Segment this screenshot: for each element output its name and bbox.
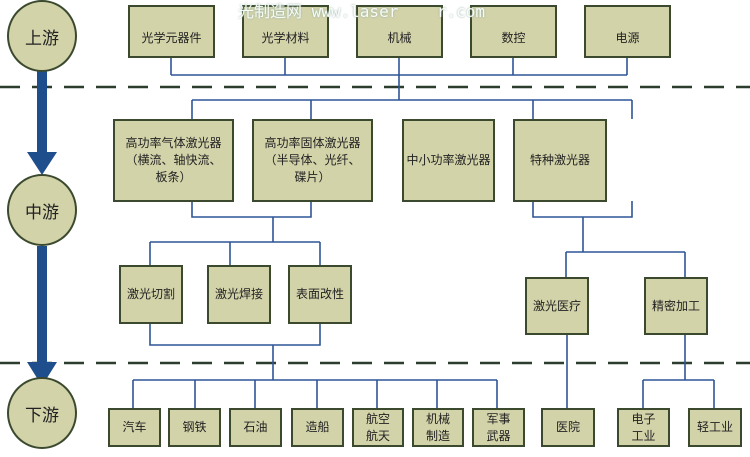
arrow-shaft-2: [37, 246, 47, 364]
application-box: 激光医疗: [525, 277, 589, 335]
stage-dividers: [0, 85, 750, 365]
upstream-box: 机械: [356, 5, 443, 58]
tree-lines: [132, 57, 715, 408]
laser-type-box: 高功率气体激光器（横流、轴快流、板条）: [113, 119, 234, 202]
industry-box: 航空航天: [352, 408, 404, 447]
upstream-box: 光学材料: [242, 5, 329, 58]
industry-box: 汽车: [108, 408, 161, 447]
upstream-box: 光学元器件: [128, 5, 215, 58]
industry-box: 钢铁: [168, 408, 221, 447]
application-box: 表面改性: [288, 265, 352, 324]
upstream-box: 数控: [470, 5, 557, 58]
arrow-head-1: [27, 152, 57, 175]
laser-type-box: 特种激光器: [513, 119, 607, 202]
upstream-box: 电源: [584, 5, 671, 58]
industry-box: 石油: [229, 408, 282, 447]
laser-type-box: 中小功率激光器: [402, 119, 495, 202]
watermark: 光制造网 www.laser r.com: [238, 2, 486, 21]
industry-box: 轻工业: [688, 408, 742, 447]
stage-midstream: 中游: [7, 174, 77, 246]
industry-box: 造船: [291, 408, 344, 447]
flow-arrows: [27, 70, 57, 386]
industry-box: 军事武器: [472, 408, 525, 447]
application-box: 激光焊接: [207, 265, 271, 324]
industry-box: 电子工业: [617, 408, 670, 447]
application-box: 精密加工: [644, 277, 708, 335]
industry-box: 机械制造: [412, 408, 464, 447]
industry-box: 医院: [541, 408, 595, 447]
stage-downstream: 下游: [7, 377, 77, 449]
stage-upstream: 上游: [7, 0, 77, 72]
arrow-head-2: [27, 362, 57, 386]
laser-type-box: 高功率固体激光器（半导体、光纤、碟片）: [252, 119, 373, 202]
arrow-shaft-1: [37, 70, 47, 155]
application-box: 激光切割: [119, 265, 183, 324]
